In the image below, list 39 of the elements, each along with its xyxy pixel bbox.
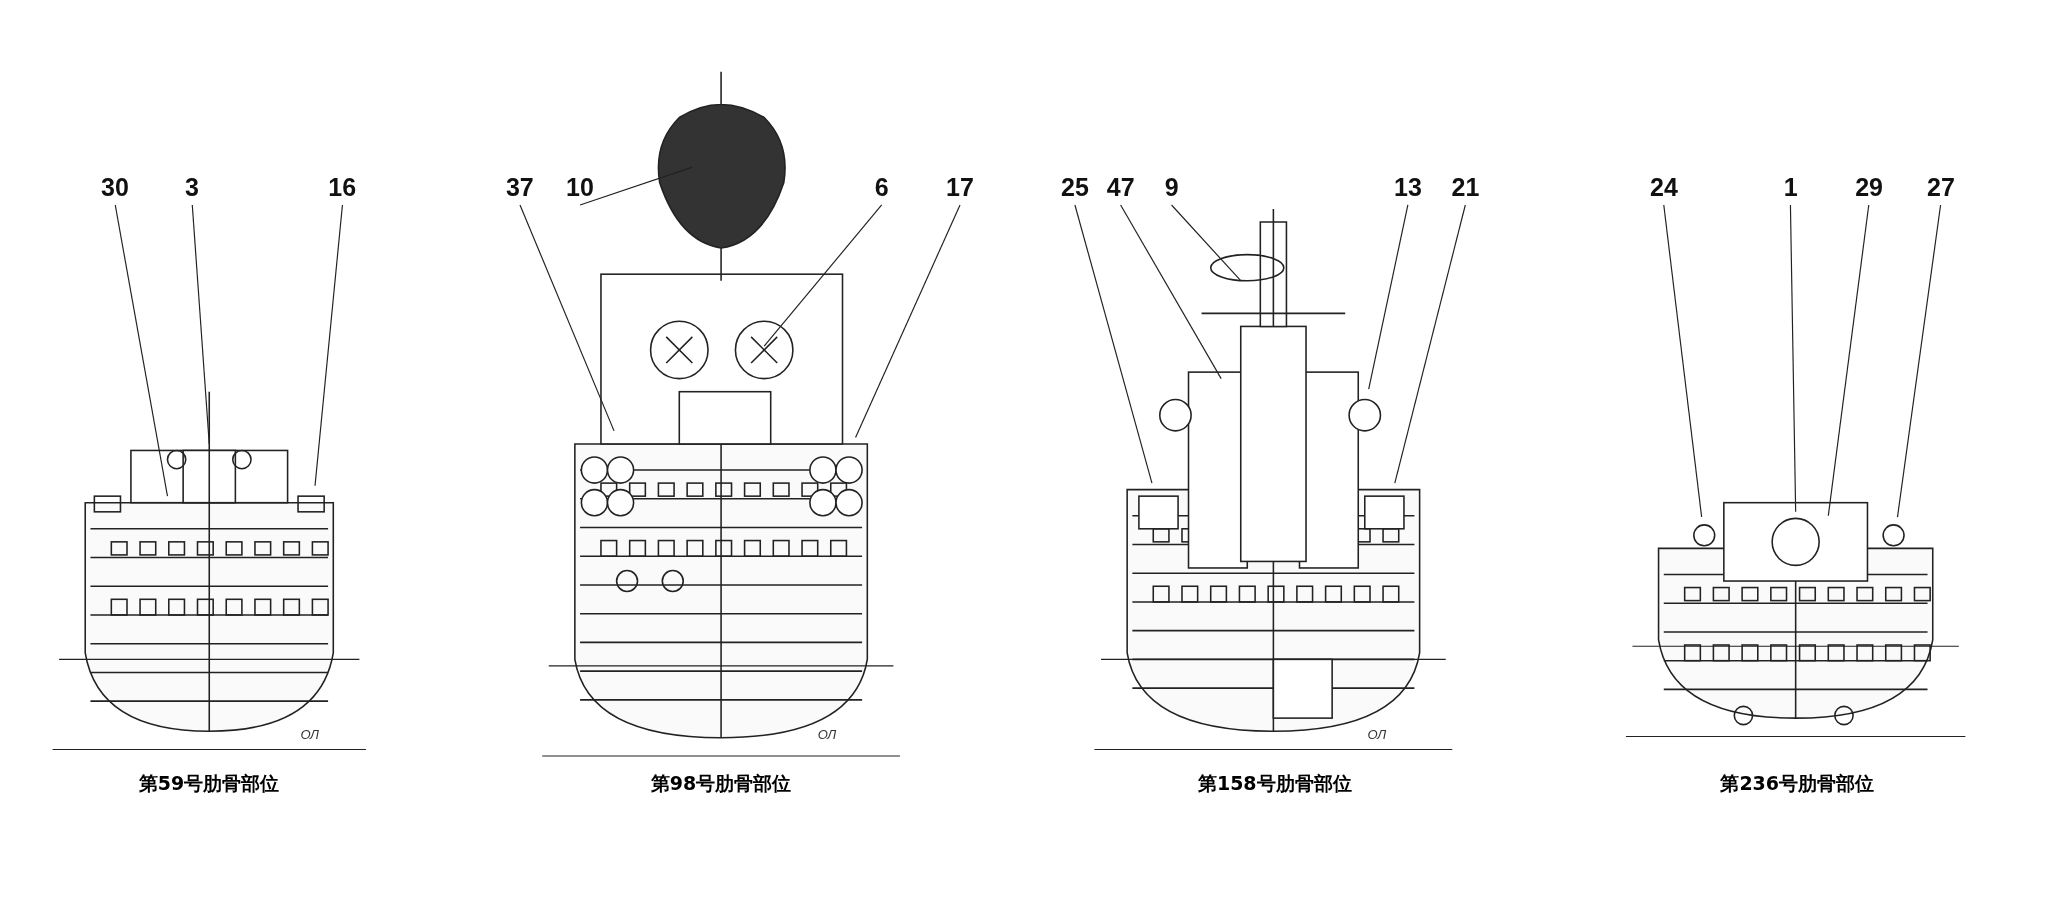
leader-line (1074, 204, 1153, 484)
callout-number: 13 (1394, 175, 1422, 201)
leader-line (763, 204, 883, 347)
callout-number: 47 (1106, 175, 1135, 201)
callout-number: 27 (1927, 175, 1955, 201)
callout-number: 24 (1650, 175, 1678, 201)
leader-line (579, 166, 693, 206)
callout-number: 6 (874, 175, 889, 201)
callout-number: 21 (1451, 175, 1480, 201)
leader-line (191, 204, 210, 445)
callout-number: 25 (1061, 175, 1089, 201)
baseline-label: ОЛ (1367, 727, 1387, 742)
baseline-label: ОЛ (300, 727, 319, 742)
section-caption: 第98号肋骨部位 (650, 771, 792, 794)
leader-line (114, 204, 169, 497)
leader-line (1896, 204, 1942, 518)
leader-line (1368, 204, 1409, 390)
callout-number: 29 (1855, 175, 1883, 201)
leader-line (1120, 204, 1222, 380)
callout-number: 3 (185, 175, 199, 201)
callout-number: 30 (101, 175, 129, 201)
callout-number: 1 (1783, 175, 1798, 201)
callout-number: 17 (946, 175, 974, 201)
leader-line (519, 204, 615, 432)
callout-number: 10 (566, 175, 594, 201)
callout-number: 9 (1164, 175, 1179, 201)
section-caption: 第236号肋骨部位 (1720, 771, 1875, 794)
callout-number: 37 (505, 175, 534, 201)
leader-line (1789, 204, 1797, 513)
leader-line (1170, 204, 1242, 282)
section-caption: 第158号肋骨部位 (1197, 771, 1352, 794)
leader-line (855, 204, 961, 438)
leader-line (1827, 204, 1870, 517)
leader-line (1394, 204, 1466, 484)
section-caption: 第59号肋骨部位 (138, 771, 280, 794)
baseline-label: ОЛ (817, 727, 837, 742)
leader-line (1663, 204, 1703, 518)
leader-line (314, 204, 344, 487)
callout-number: 16 (328, 175, 357, 201)
